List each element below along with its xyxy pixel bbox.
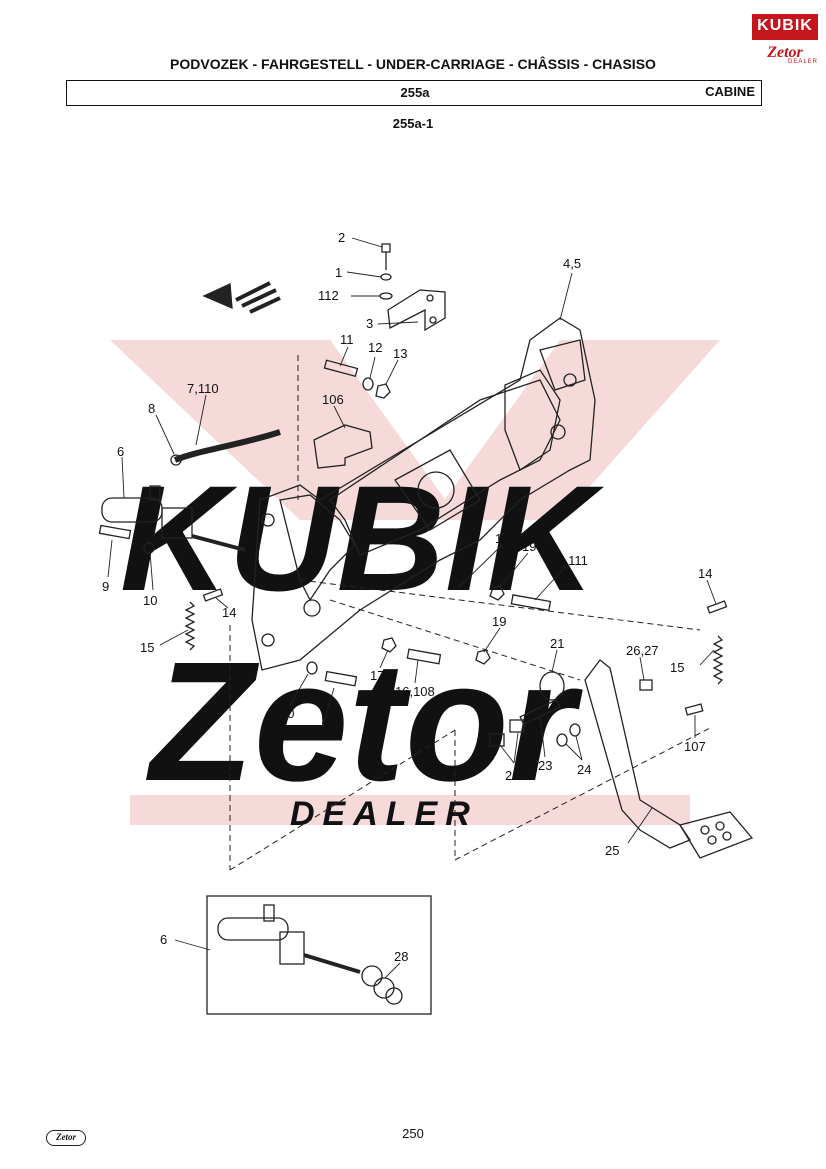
callout-16-108: 16,108 — [395, 684, 435, 699]
master-cylinder — [98, 485, 246, 554]
callout-23: 23 — [538, 758, 552, 773]
callout-4-5: 4,5 — [563, 256, 581, 271]
hose-7-110 — [170, 429, 281, 466]
bracket-106 — [313, 424, 373, 469]
page-number: 250 — [402, 1126, 424, 1141]
pedal-frame — [251, 317, 596, 671]
callout-12: 12 — [368, 340, 382, 355]
callout-28: 28 — [394, 949, 408, 964]
sub-code: 255a-1 — [392, 116, 434, 131]
callout-labels: 2 1 112 3 4,5 11 12 13 7,110 8 106 6 9 1… — [102, 230, 712, 964]
callout-16: 16 — [315, 723, 329, 738]
zetor-logo: Zetor — [767, 44, 803, 61]
brand-logo: KUBIK Zetor DEALER — [752, 14, 818, 70]
callout-19-lower: 19 — [492, 614, 506, 629]
callout-17: 17 — [370, 668, 384, 683]
top-bracket-assembly — [379, 243, 446, 332]
inset-cylinder — [217, 904, 403, 1005]
dashed-guides — [229, 355, 711, 871]
callout-21: 21 — [550, 636, 564, 651]
callout-1: 1 — [335, 265, 342, 280]
callout-8: 8 — [148, 401, 155, 416]
callout-13: 13 — [393, 346, 407, 361]
pedal-25 — [584, 659, 754, 859]
callout-6-inset: 6 — [160, 932, 167, 947]
footer-zetor-logo: Zetor — [46, 1130, 86, 1146]
bolt-set-11-13 — [323, 359, 391, 399]
callout-15-right: 15 — [670, 660, 684, 675]
watermark: KUBIK Zetor DEALER — [110, 340, 720, 833]
callout-15-left: 15 — [140, 640, 154, 655]
section-title: PODVOZEK - FAHRGESTELL - UNDER-CARRIAGE … — [170, 56, 656, 72]
callout-19-upper: 19 — [522, 539, 536, 554]
callout-106: 106 — [322, 392, 344, 407]
leader-lines — [107, 237, 717, 979]
callout-22: 22 — [505, 768, 519, 783]
callout-2: 2 — [338, 230, 345, 245]
inset-box — [206, 895, 432, 1015]
callout-6: 6 — [117, 444, 124, 459]
callout-11: 11 — [340, 332, 354, 347]
callout-107: 107 — [684, 739, 706, 754]
direction-arrow — [202, 281, 281, 314]
callout-26-27: 26,27 — [626, 643, 659, 658]
callout-14-right: 14 — [698, 566, 712, 581]
kubik-logo: KUBIK — [752, 14, 818, 40]
group-name: CABINE — [705, 84, 755, 99]
watermark-zetor: Zetor — [146, 627, 583, 817]
callout-25: 25 — [605, 843, 619, 858]
callout-112: 112 — [318, 288, 339, 303]
group-header: 255a CABINE — [66, 80, 762, 106]
callout-10-lower: 10 — [280, 706, 294, 721]
pedal-pivot-parts — [489, 671, 581, 747]
callout-18: 18 — [495, 531, 509, 546]
callout-7-110: 7,110 — [187, 381, 219, 396]
callout-9: 9 — [102, 579, 109, 594]
callout-14-left: 14 — [222, 605, 236, 620]
callout-20-111: 20,111 — [550, 553, 588, 568]
bolts-14 — [202, 588, 728, 614]
springs-15 — [184, 601, 724, 685]
group-code: 255a — [400, 85, 430, 100]
dealer-label: DEALER — [787, 59, 818, 65]
callout-24: 24 — [577, 762, 591, 777]
watermark-dealer: DEALER — [290, 795, 478, 833]
callout-3: 3 — [366, 316, 373, 331]
callout-10-upper: 10 — [143, 593, 157, 608]
